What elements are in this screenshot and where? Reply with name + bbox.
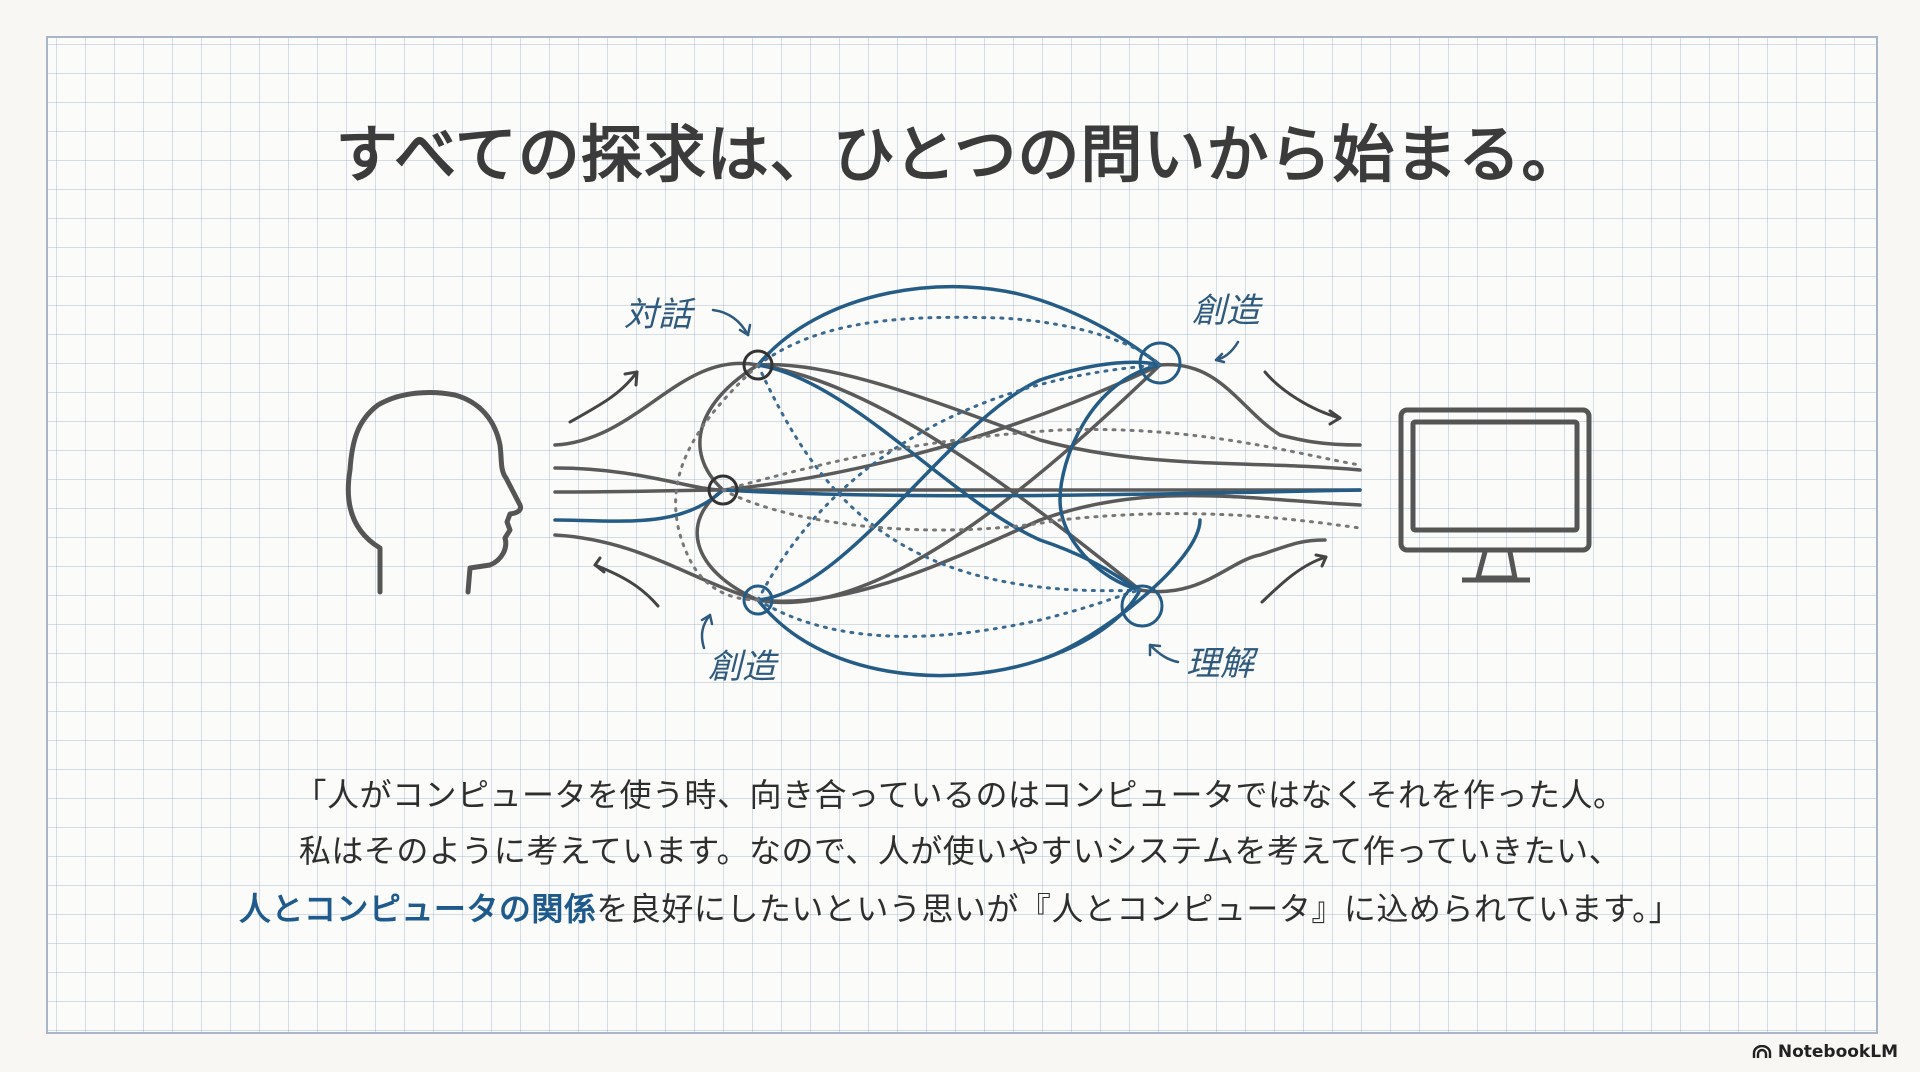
- head-silhouette-icon: [348, 392, 520, 592]
- brand-watermark: NotebookLM: [1752, 1042, 1898, 1062]
- gray-connection-lines: [555, 363, 1360, 602]
- label-dialogue: 対話: [624, 295, 696, 335]
- quote-highlight: 人とコンピュータの関係: [239, 890, 597, 928]
- arrow-out-bottom: [1262, 557, 1326, 602]
- quote-line-3: 人とコンピュータの関係を良好にしたいという思いが『人とコンピュータ』に込められて…: [0, 884, 1920, 930]
- label-creation-bottom: 創造: [708, 647, 779, 687]
- computer-monitor-icon: [1401, 410, 1589, 580]
- label-understanding: 理解: [1186, 644, 1259, 684]
- quote-line-2: 私はそのように考えています。なので、人が使いやすいシステムを考えて作っていきたい…: [0, 826, 1920, 872]
- label-creation-top: 創造: [1192, 291, 1263, 331]
- arrow-in-top: [570, 372, 637, 422]
- notebooklm-logo-icon: [1752, 1045, 1772, 1059]
- quote-line-3-rest: を良好にしたいという思いが『人とコンピュータ』に込められています。」: [596, 890, 1681, 928]
- brand-name: NotebookLM: [1778, 1042, 1898, 1062]
- quote-line-1: 「人がコンピュータを使う時、向き合っているのはコンピュータではなくそれを作った人…: [0, 770, 1920, 816]
